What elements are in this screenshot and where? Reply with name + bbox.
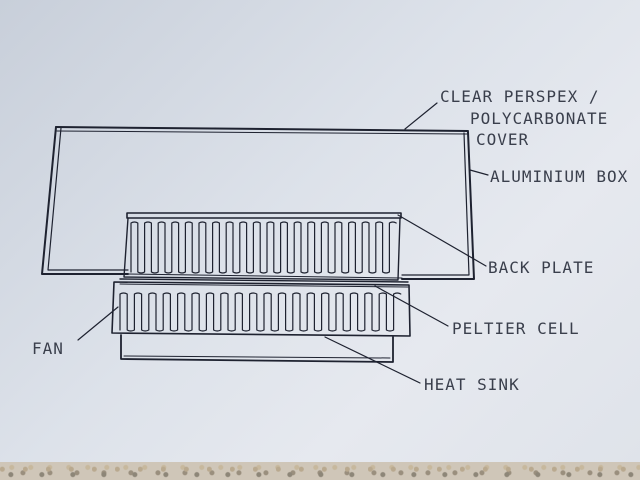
heat-sink	[111, 281, 411, 337]
peltier-cell-label: PELTIER CELL	[452, 319, 580, 338]
peltier-cell	[119, 278, 409, 288]
leader-lines	[77, 102, 489, 384]
cover-leader	[404, 102, 438, 130]
box-leader	[469, 169, 489, 176]
fan-label: FAN	[32, 339, 64, 358]
inner-fin-block	[123, 217, 401, 281]
heat-sink-leader	[324, 336, 421, 384]
back-plate	[126, 212, 402, 219]
cover-label-line3: COVER	[476, 130, 530, 149]
fan	[120, 334, 394, 363]
back-plate-label: BACK PLATE	[488, 258, 595, 277]
aluminium-box-label: ALUMINIUM BOX	[490, 167, 629, 186]
peltier-leader	[374, 285, 449, 327]
aluminium-box	[41, 126, 475, 280]
back-plate-leader	[397, 214, 487, 267]
paper-sheet	[0, 0, 640, 462]
cover-label-line1: CLEAR PERSPEX /	[440, 87, 600, 106]
inner-fins	[130, 221, 397, 274]
heat-sink-label: HEAT SINK	[424, 375, 520, 394]
countertop-background	[0, 462, 640, 480]
clear-cover	[55, 126, 469, 135]
fan-leader	[77, 306, 119, 341]
cover-label-line2: POLYCARBONATE	[470, 109, 609, 128]
heat-sink-fins	[119, 292, 402, 332]
